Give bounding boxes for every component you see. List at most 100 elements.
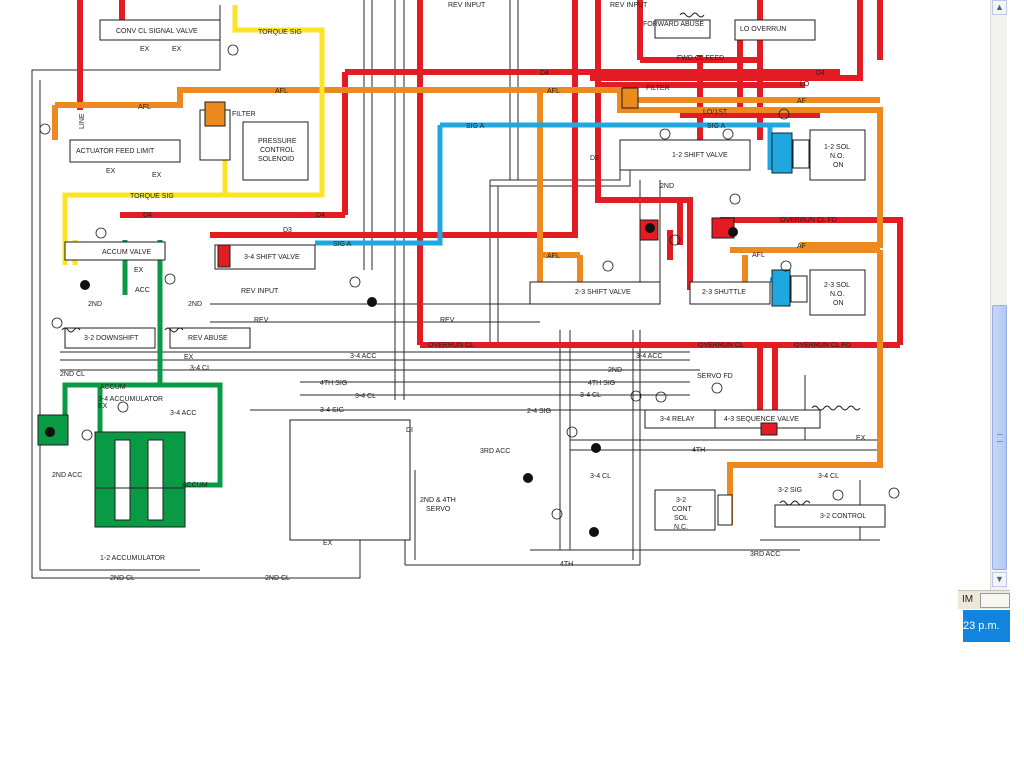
circuit-2nd-4: 2ND: [608, 367, 622, 374]
scroll-down-button[interactable]: ▼: [992, 572, 1007, 587]
accumulator-1-2: [94, 431, 186, 528]
circuit-lo: LO: [800, 81, 810, 88]
circuit-3-4-acc-3: 3-4 ACC: [170, 410, 196, 417]
circuit-2nd-acc: 2ND ACC: [52, 472, 82, 479]
circuit-3-4-acc-2: 3-4 ACC: [636, 353, 662, 360]
circuit-afl-lower: AFL: [752, 252, 765, 259]
circuit-acc: ACC: [135, 287, 150, 294]
label-sol-2-3-b: N.O.: [830, 291, 844, 298]
circuit-afl-top: AFL: [275, 88, 288, 95]
taskbar-clock[interactable]: 23 p.m.: [963, 610, 1010, 642]
circuit-lo-1st: LO/1ST: [703, 109, 728, 116]
circuit-3-4-acc-1: 3-4 ACC: [350, 353, 376, 360]
circuit-sig-a-mid: SIG A: [333, 241, 352, 248]
status-strip: IM: [958, 590, 1010, 609]
circuit-2nd-3: 2ND: [660, 183, 674, 190]
circuit-ex-6: EX: [184, 354, 194, 361]
label-relay-3-4: 3-4 RELAY: [660, 416, 695, 423]
circuit-d4-1: D4: [143, 212, 152, 219]
circuit-sig-a-top: SIG A: [466, 123, 485, 130]
circuit-ex-8: EX: [323, 540, 333, 547]
label-actuator-feed-limit: ACTUATOR FEED LIMIT: [76, 148, 155, 155]
label-forward-abuse: FORWARD ABUSE: [643, 21, 704, 28]
circuit-3-4-cl-4: 3-4 CL: [818, 473, 839, 480]
label-servo-2: SERVO: [426, 506, 451, 513]
valve-labels: CONV CL SIGNAL VALVE ACTUATOR FEED LIMIT…: [76, 21, 866, 562]
circuit-overrun-cl-fd-2: OVERRUN CL FD: [794, 342, 851, 349]
circuit-d4-3: D4: [540, 70, 549, 77]
circuit-2nd-cl-3: 2ND CL: [265, 575, 290, 582]
circuit-rev-input-1: REV INPUT: [448, 2, 486, 9]
circuit-filter-2: FILTER: [646, 85, 670, 92]
callout-numbers: [39, 44, 900, 520]
label-pcs-3: SOLENOID: [258, 156, 294, 163]
label-accum-valve: ACCUM VALVE: [102, 249, 151, 256]
circuit-rev-1: REV: [440, 317, 455, 324]
diagram-viewport: CONV CL SIGNAL VALVE ACTUATOR FEED LIMIT…: [31, 0, 903, 582]
circuit-3rd-acc-b: 3RD ACC: [750, 551, 780, 558]
circuit-overrun-cl-fd-1: OVERRUN CL FD: [780, 217, 837, 224]
circuit-torque-sig-top: TORQUE SIG: [258, 29, 302, 36]
hydraulic-circuit-diagram: CONV CL SIGNAL VALVE ACTUATOR FEED LIMIT…: [31, 0, 903, 582]
label-accumulator-1-2: 1-2 ACCUMULATOR: [100, 555, 165, 562]
label-pcs-1: PRESSURE: [258, 138, 297, 145]
check-balls: [45, 223, 738, 537]
label-servo-1: 2ND & 4TH: [420, 497, 456, 504]
circuit-af-lower: AF: [797, 243, 806, 250]
label-sol-1-2-c: ON: [833, 162, 844, 169]
valve-bodies: [64, 19, 886, 541]
circuit-3-4-cl-1: 3-4 CL: [190, 365, 211, 372]
label-sol-3-2-b: CONT: [672, 506, 693, 513]
circuit-ex-7: EX: [98, 403, 108, 410]
circuit-4th-b: 4TH: [560, 561, 573, 568]
scroll-up-button[interactable]: ▲: [992, 0, 1007, 15]
circuit-4th-sig-2: 4TH SIG: [588, 380, 615, 387]
circuit-rev-input-2: REV INPUT: [610, 2, 648, 9]
circuit-ex-1: EX: [140, 46, 150, 53]
circuit-ex-2: EX: [172, 46, 182, 53]
circuit-rev-2: REV: [254, 317, 269, 324]
scroll-thumb[interactable]: [992, 305, 1007, 570]
circuit-af-right: AF: [797, 98, 806, 105]
circuit-3rd-acc: 3RD ACC: [480, 448, 510, 455]
circuit-overrun-cl-2: OVERRUN CL: [698, 342, 744, 349]
circuit-2nd-1: 2ND: [88, 301, 102, 308]
label-lo-overrun: LO OVERRUN: [740, 26, 786, 33]
circuit-3-4-cl-2: 3-4 CL: [355, 393, 376, 400]
label-shift-3-4: 3-4 SHIFT VALVE: [244, 254, 300, 261]
circuit-4th-sig-1: 4TH SIG: [320, 380, 347, 387]
label-downshift-3-2: 3-2 DOWNSHIFT: [84, 335, 139, 342]
solenoid-connectors: [37, 87, 810, 526]
circuit-rev-input-3: REV INPUT: [241, 288, 279, 295]
circuit-3-4-sig: 3-4 SIG: [320, 407, 344, 414]
circuit-afl-left: AFL: [138, 104, 151, 111]
label-shuttle-2-3: 2-3 SHUTTLE: [702, 289, 746, 296]
label-sol-1-2-b: N.O.: [830, 153, 844, 160]
circuit-3-4-cl-5: 3-4 CL: [590, 473, 611, 480]
circuit-ex-9: EX: [856, 435, 866, 442]
label-pcs-2: CONTROL: [260, 147, 294, 154]
circuit-fwd-cl-feed: FWD CL FEED: [677, 55, 724, 62]
circuit-3-4-cl-3: 3-4 CL: [580, 392, 601, 399]
circuit-4th: 4TH: [692, 447, 705, 454]
circuit-d4-4: D4: [816, 70, 825, 77]
springs: [61, 12, 861, 506]
circuit-accum-1: ACCUM: [100, 384, 126, 391]
label-sequence-4-3: 4-3 SEQUENCE VALVE: [724, 416, 799, 423]
status-text: IM: [962, 594, 974, 605]
vertical-scrollbar[interactable]: ▲ ▼: [990, 0, 1007, 590]
label-control-3-2: 3-2 CONTROL: [820, 513, 866, 520]
label-sol-2-3-c: ON: [833, 300, 844, 307]
circuit-2nd-cl-2: 2ND CL: [110, 575, 135, 582]
label-shift-2-3: 2-3 SHIFT VALVE: [575, 289, 631, 296]
circuit-ex-4: EX: [152, 172, 162, 179]
circuit-di: DI: [406, 427, 413, 434]
circuit-afl-mid: AFL: [547, 88, 560, 95]
circuit-servo-fd: SERVO FD: [697, 373, 733, 380]
circuit-overrun-cl-1: OVERRUN CL: [428, 342, 474, 349]
circuit-ex-3: EX: [106, 168, 116, 175]
circuit-ex-5: EX: [134, 267, 144, 274]
circuit-filter-1: FILTER: [232, 111, 256, 118]
circuit-d2: D2: [590, 155, 599, 162]
status-input-box[interactable]: [980, 593, 1010, 608]
